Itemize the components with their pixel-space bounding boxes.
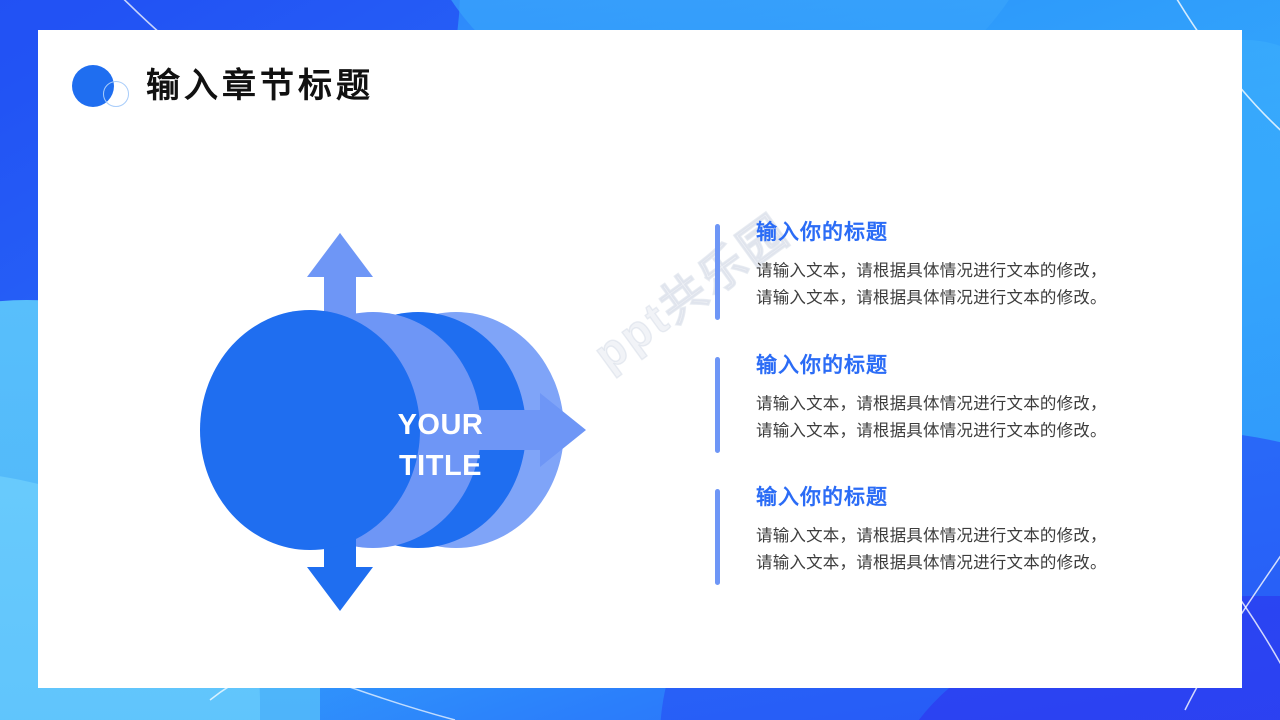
accent-bar bbox=[715, 224, 720, 320]
accent-bar bbox=[715, 356, 720, 453]
text-block-line: 请输入文本，请根据具体情况进行文本的修改， bbox=[756, 262, 1107, 281]
text-block-line: 请输入文本，请根据具体情况进行文本的修改。 bbox=[756, 554, 1107, 573]
text-block-line: 请输入文本，请根据具体情况进行文本的修改。 bbox=[756, 288, 1107, 307]
text-block-title: 输入你的标题 bbox=[756, 486, 888, 510]
page-title: 输入章节标题 bbox=[146, 67, 374, 105]
slide-header: 输入章节标题 bbox=[72, 62, 374, 110]
arrow-circle-diagram: YOUR TITLE bbox=[168, 215, 638, 655]
text-block-list: 输入你的标题 请输入文本，请根据具体情况进行文本的修改， 请输入文本，请根据具体… bbox=[676, 220, 1206, 586]
arrow-up-shape bbox=[307, 233, 373, 345]
arrow-down-icon bbox=[307, 500, 373, 611]
accent-bar bbox=[715, 489, 720, 586]
text-block: 输入你的标题 请输入文本，请根据具体情况进行文本的修改， 请输入文本，请根据具体… bbox=[676, 353, 1206, 453]
diagram-circle-front bbox=[200, 310, 420, 550]
text-block-line: 请输入文本，请根据具体情况进行文本的修改， bbox=[756, 527, 1107, 546]
content-card: 输入章节标题 ppt共乐园 bbox=[38, 30, 1242, 688]
text-block: 输入你的标题 请输入文本，请根据具体情况进行文本的修改， 请输入文本，请根据具体… bbox=[676, 220, 1206, 320]
outline-circle-icon bbox=[103, 81, 129, 107]
text-block-title: 输入你的标题 bbox=[756, 221, 888, 244]
header-decoration bbox=[72, 62, 146, 110]
text-block-line: 请输入文本，请根据具体情况进行文本的修改， bbox=[756, 394, 1107, 413]
arrow-right-icon bbox=[468, 393, 586, 467]
text-block-line: 请输入文本，请根据具体情况进行文本的修改。 bbox=[756, 421, 1107, 440]
text-block-title: 输入你的标题 bbox=[756, 353, 888, 377]
text-block: 输入你的标题 请输入文本，请根据具体情况进行文本的修改， 请输入文本，请根据具体… bbox=[676, 485, 1206, 586]
